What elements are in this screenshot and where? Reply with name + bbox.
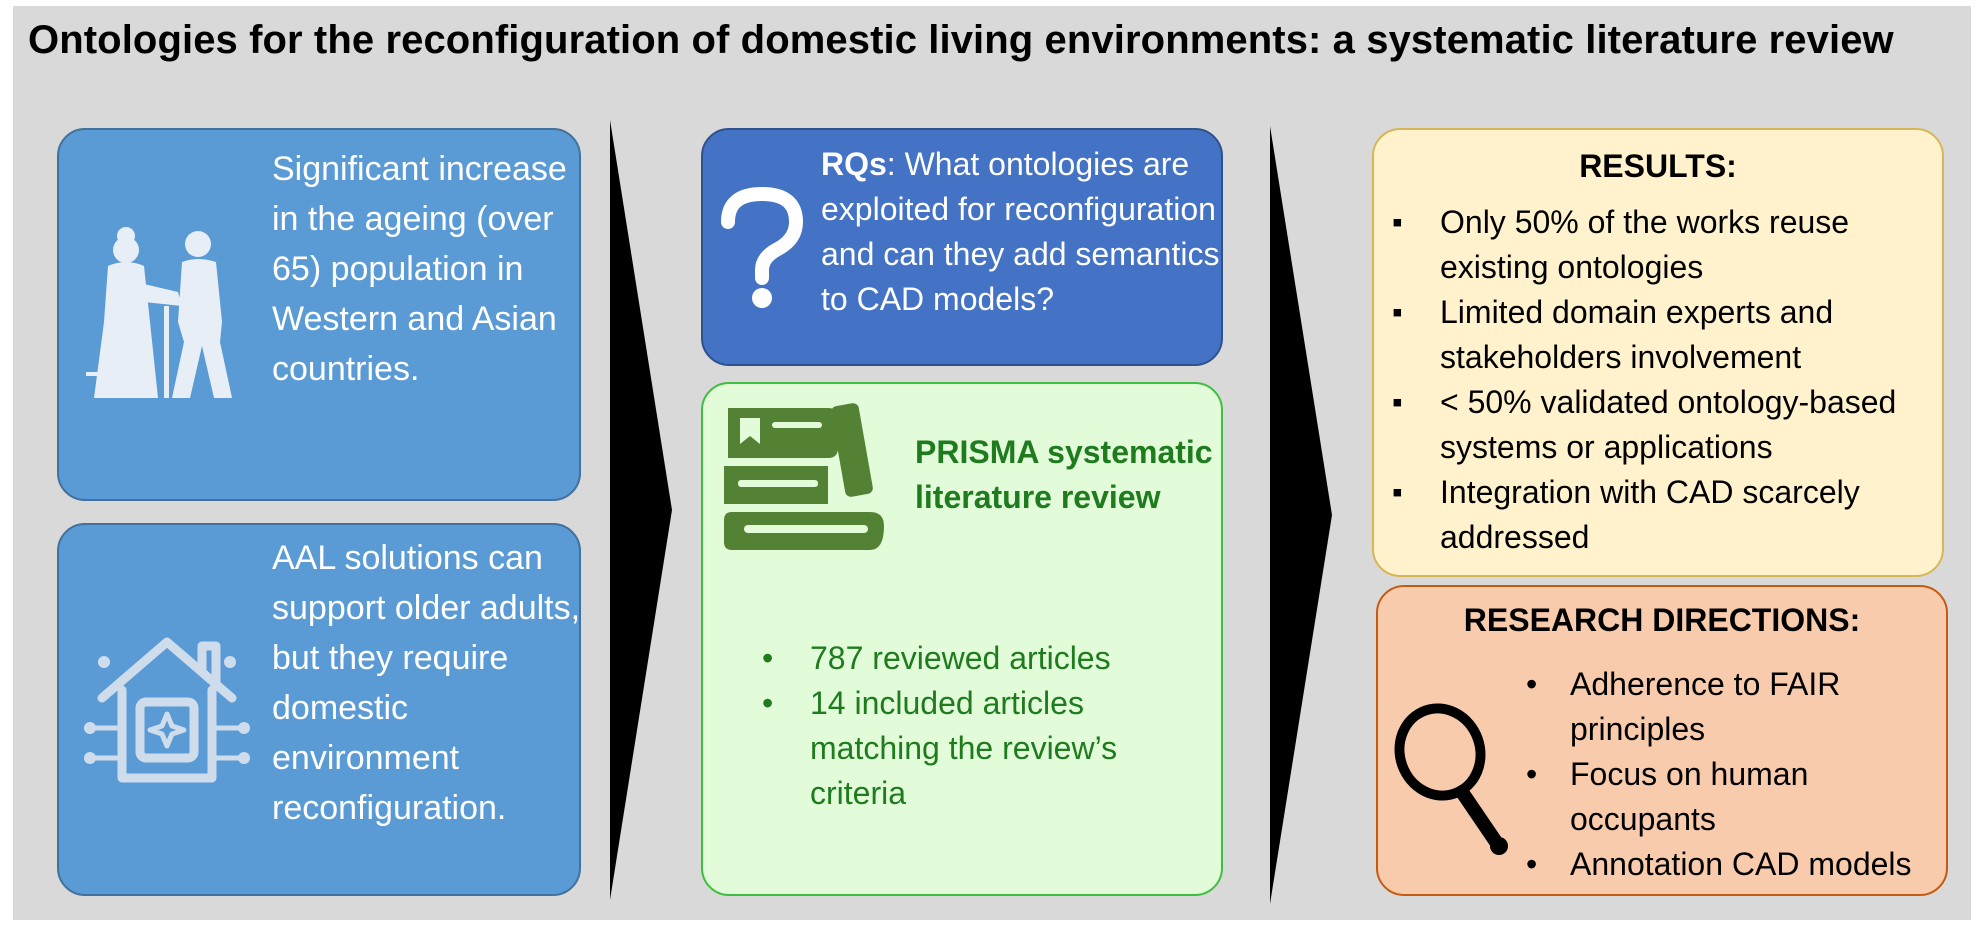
list-item: Only 50% of the works reuse existing ont…: [1392, 200, 1937, 290]
results-heading: RESULTS:: [1579, 148, 1737, 184]
prisma-stats-list: 787 reviewed articles 14 included articl…: [762, 636, 1182, 816]
list-item: < 50% validated ontology-based systems o…: [1392, 380, 1937, 470]
research-directions-list: Adherence to FAIR principles Focus on hu…: [1522, 662, 1952, 887]
list-item: Focus on human occupants: [1522, 752, 1952, 842]
list-item: Limited domain experts and stakeholders …: [1392, 290, 1937, 380]
list-item: Adherence to FAIR principles: [1522, 662, 1952, 752]
question-mark-icon: [721, 186, 804, 308]
aal-solutions-text: AAL solutions can support older adults, …: [272, 539, 581, 827]
elderly-couple-icon: [86, 227, 232, 398]
books-icon: [724, 403, 884, 550]
arrow-method-to-results: [1270, 126, 1332, 904]
research-questions-text: RQs: What ontologies are exploited for r…: [821, 142, 1221, 322]
prisma-title: PRISMA systematic literature review: [915, 434, 1213, 515]
ageing-population-text: Significant increase in the ageing (over…: [272, 150, 567, 388]
magnifier-icon: [1394, 703, 1508, 855]
rq-label: RQs: [821, 146, 887, 182]
smart-home-icon: [84, 637, 250, 783]
list-item: 787 reviewed articles: [762, 636, 1182, 681]
list-item: Integration with CAD scarcely addressed: [1392, 470, 1937, 560]
list-item: Annotation CAD models: [1522, 842, 1952, 887]
rq-body: : What ontologies are exploited for reco…: [821, 146, 1220, 317]
list-item: 14 included articles matching the review…: [762, 681, 1182, 816]
arrow-context-to-method: [610, 120, 672, 900]
results-list: Only 50% of the works reuse existing ont…: [1392, 200, 1937, 560]
research-directions-heading: RESEARCH DIRECTIONS:: [1463, 602, 1861, 638]
page-title: Ontologies for the reconfiguration of do…: [28, 18, 1894, 62]
